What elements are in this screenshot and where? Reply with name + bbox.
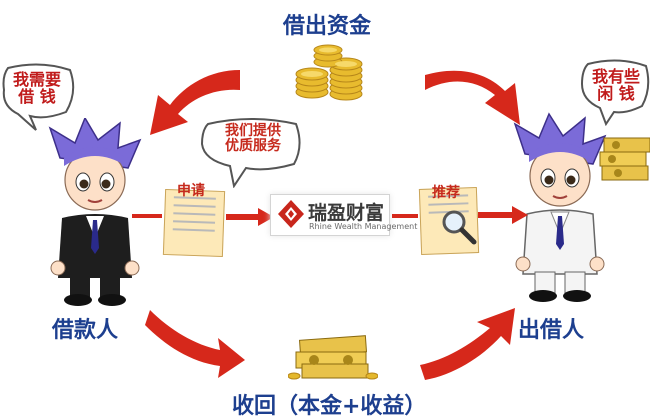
- arrow-apply-to-brand: [226, 208, 274, 226]
- arrow-bottom-left: [145, 310, 245, 378]
- dash-arrow-1: [132, 214, 162, 218]
- borrower-speech-bubble: [2, 63, 75, 131]
- brand-subtitle: Rhine Wealth Management: [309, 222, 418, 231]
- cash-money-icon: [288, 335, 378, 380]
- dash-arrow-2: [392, 214, 418, 218]
- borrower-label: 借款人: [52, 318, 119, 343]
- lender-label: 出借人: [518, 318, 585, 343]
- coin-stack-icon: [295, 44, 363, 101]
- borrower-speech-text: 我需要 借 钱: [12, 70, 61, 107]
- service-speech-text: 我们提供 优质服务: [225, 123, 281, 155]
- apply-label: 申请: [177, 183, 205, 199]
- arrow-recommend-to-lender: [478, 206, 528, 224]
- recommend-label: 推荐: [432, 185, 460, 201]
- brand-logo-icon: [278, 200, 304, 228]
- arrow-top-left: [150, 70, 240, 135]
- borrower-character: [48, 118, 142, 306]
- cash-stack-icon: [599, 137, 650, 181]
- arrow-top-right: [425, 70, 520, 125]
- arrow-bottom-right: [420, 308, 515, 380]
- bottom-title: 收回（本金+收益）: [232, 394, 427, 419]
- magnifier-icon: [442, 210, 477, 245]
- lender-speech-bubble: [580, 59, 650, 126]
- lender-character: [513, 112, 607, 302]
- brand-name: 瑞盈财富: [308, 202, 385, 224]
- lender-speech-text: 我有些 闲 钱: [591, 67, 640, 104]
- top-title: 借出资金: [283, 14, 372, 39]
- service-speech-bubble: [200, 118, 301, 188]
